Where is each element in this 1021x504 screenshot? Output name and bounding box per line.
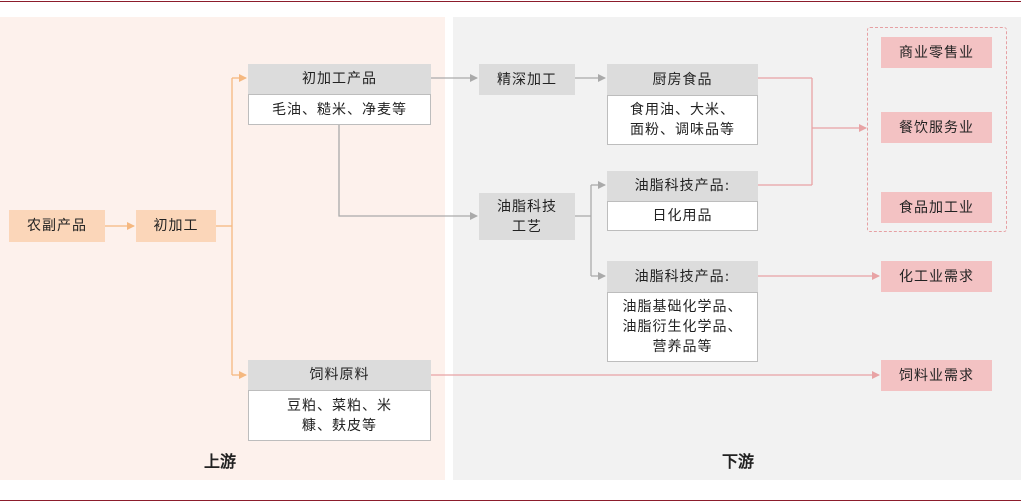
node-primary-products-title: 初加工产品 bbox=[248, 64, 431, 94]
node-oiltech-product-1-detail: 日化用品 bbox=[607, 201, 758, 231]
demand-group-frame bbox=[867, 27, 1007, 232]
demand-food-industry: 食品加工业 bbox=[881, 192, 992, 223]
node-oiltech-product-2-detail: 油脂基础化学品、油脂衍生化学品、营养品等 bbox=[607, 292, 758, 362]
node-oiltech-product-1-title: 油脂科技产品: bbox=[607, 171, 758, 201]
node-kitchen-food-detail: 食用油、大米、面粉、调味品等 bbox=[607, 95, 758, 145]
arrow-primary-to-oiltech bbox=[338, 125, 478, 220]
node-primary-products-detail: 毛油、糙米、净麦等 bbox=[248, 94, 431, 125]
label-downstream: 下游 bbox=[721, 452, 754, 471]
demand-feed: 饲料业需求 bbox=[881, 360, 992, 391]
node-agri-products: 农副产品 bbox=[9, 210, 105, 242]
node-feed-material-title: 饲料原料 bbox=[248, 360, 431, 390]
node-oil-tech-process: 油脂科技工艺 bbox=[479, 193, 575, 240]
demand-retail: 商业零售业 bbox=[881, 37, 992, 68]
node-kitchen-food-title: 厨房食品 bbox=[607, 64, 758, 95]
demand-chemical: 化工业需求 bbox=[881, 261, 992, 292]
node-feed-material-detail: 豆粕、菜粕、米糠、麸皮等 bbox=[248, 390, 431, 441]
node-deep-processing: 精深加工 bbox=[479, 64, 575, 95]
demand-catering: 餐饮服务业 bbox=[881, 112, 992, 143]
label-upstream: 上游 bbox=[203, 452, 236, 471]
top-rule bbox=[0, 1, 1021, 2]
bottom-rule bbox=[0, 500, 1021, 501]
node-oiltech-product-2-title: 油脂科技产品: bbox=[607, 261, 758, 292]
node-primary-processing: 初加工 bbox=[136, 210, 216, 242]
